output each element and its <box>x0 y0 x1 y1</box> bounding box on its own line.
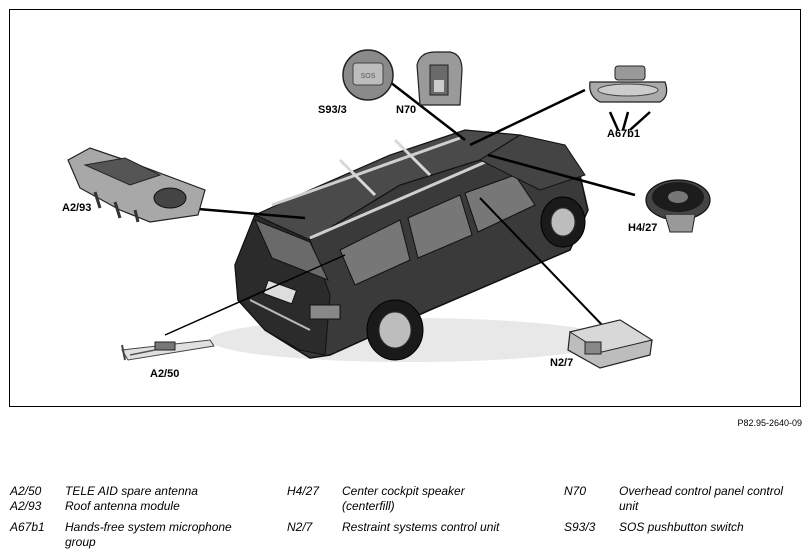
legend-desc: Overhead control panel control unit <box>619 484 784 513</box>
spare-antenna-illustration <box>121 339 215 361</box>
center-speaker-illustration <box>645 179 711 233</box>
legend-desc: Restraint systems control unit <box>342 520 500 534</box>
legend: A2/50 TELE AID spare antenna A2/93 Roof … <box>0 480 812 558</box>
callout-a2-93: A2/93 <box>62 202 92 214</box>
component-location-figure: SOS <box>9 9 801 407</box>
callout-s93-3: S93/3 <box>318 104 347 116</box>
callout-n70: N70 <box>396 104 417 116</box>
legend-code: N2/7 <box>287 520 313 534</box>
callout-a67b1: A67b1 <box>607 128 641 140</box>
sos-text: SOS <box>361 73 376 80</box>
legend-desc: SOS pushbutton switch <box>619 520 744 534</box>
vehicle-illustration: SOS <box>67 49 711 369</box>
legend-code: S93/3 <box>564 520 596 534</box>
figure-reference: P82.95-2640-09 <box>737 418 802 428</box>
legend-desc: Center cockpit speaker (centerfill) <box>342 484 465 513</box>
callout-a2-50: A2/50 <box>150 368 180 380</box>
legend-code: A2/50 <box>10 484 42 498</box>
legend-desc: Roof antenna module <box>65 499 180 513</box>
restraint-control-unit-illustration <box>567 319 654 369</box>
leader-lines <box>164 81 651 336</box>
roof-antenna-module-illustration <box>67 147 206 223</box>
legend-desc: TELE AID spare antenna <box>65 484 198 498</box>
overhead-control-unit-illustration <box>416 51 463 106</box>
callout-n2-7: N2/7 <box>550 357 574 369</box>
sos-switch-illustration: SOS <box>342 49 394 101</box>
legend-desc: Hands-free system microphone group <box>65 520 232 549</box>
microphone-group-illustration <box>589 65 668 103</box>
legend-code: N70 <box>564 484 587 498</box>
legend-code: A67b1 <box>10 520 45 534</box>
callout-h4-27: H4/27 <box>628 222 658 234</box>
legend-code: A2/93 <box>10 499 42 513</box>
suv-vehicle <box>210 129 610 362</box>
legend-code: H4/27 <box>287 484 320 498</box>
